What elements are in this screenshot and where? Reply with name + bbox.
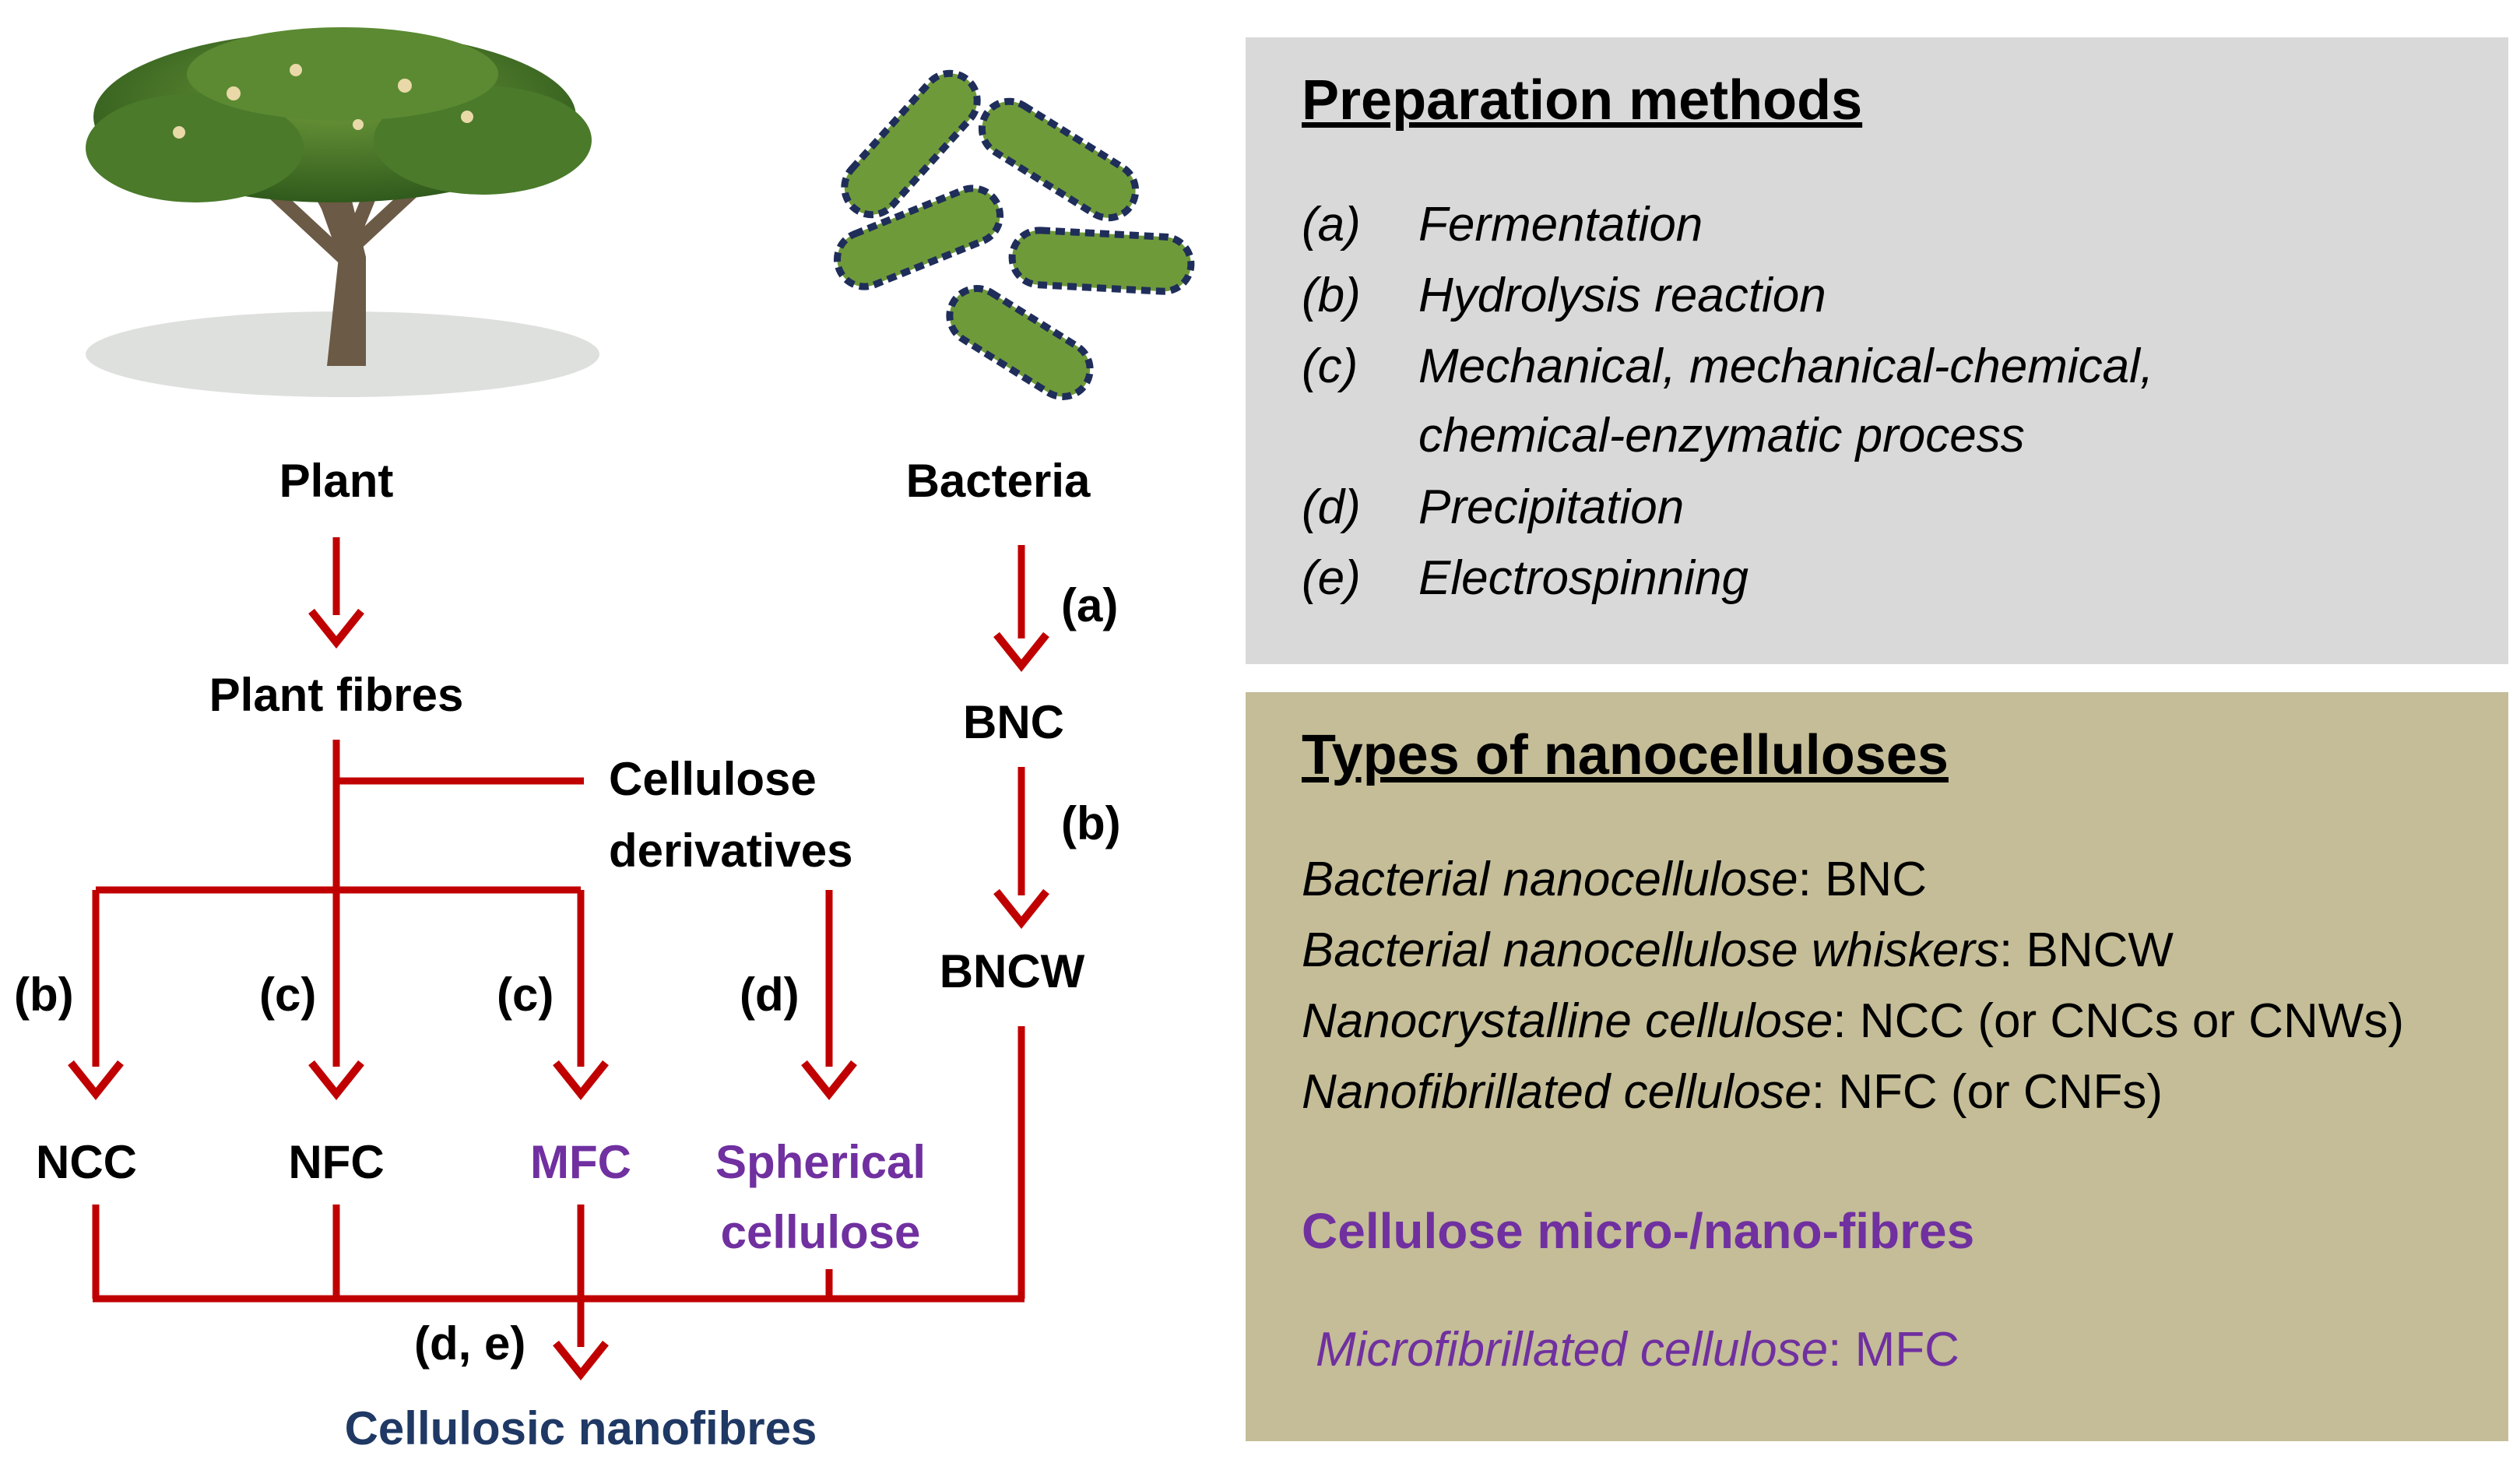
type-row: Bacterial nanocellulose whiskers: BNCW	[1302, 923, 2174, 978]
step-label-b: (b)	[14, 969, 74, 1021]
cellulose-micro-nano-fibres-heading: Cellulose micro-/nano-fibres	[1302, 1203, 1975, 1259]
type-name: Nanocrystalline cellulose	[1302, 994, 1833, 1048]
preparation-methods-title: Preparation methods	[1302, 69, 1863, 132]
method-code: (d)	[1302, 480, 1361, 534]
type-abbr: : BNCW	[1999, 923, 2174, 977]
mfc-label: MFC	[530, 1136, 631, 1188]
method-text: Precipitation	[1418, 480, 1685, 534]
arrow-head	[68, 1060, 124, 1101]
bacteria-label: Bacteria	[905, 455, 1091, 507]
cellulose-derivatives-line2: derivatives	[609, 825, 853, 877]
method-code: (b)	[1302, 269, 1361, 322]
method-code: (a)	[1302, 198, 1361, 251]
spherical-cellulose-line2: cellulose	[720, 1206, 921, 1258]
type-name: Bacterial nanocellulose	[1302, 853, 1798, 906]
type-abbr: : BNC	[1798, 853, 1927, 906]
type-abbr: : NFC (or CNFs)	[1811, 1065, 2163, 1119]
arrow-head	[993, 631, 1049, 673]
arrowheads	[68, 608, 1049, 1381]
method-text: Hydrolysis reaction	[1418, 269, 1826, 322]
method-code: (e)	[1302, 551, 1361, 605]
type-name: Microfibrillated cellulose	[1316, 1323, 1829, 1377]
type-row: Nanocrystalline cellulose: NCC (or CNCs …	[1302, 994, 2404, 1049]
bnc-label: BNC	[963, 696, 1064, 748]
bncw-label: BNCW	[939, 945, 1085, 997]
method-text: Fermentation	[1418, 198, 1703, 251]
method-row: (e) Electrospinning	[1302, 550, 1749, 606]
step-label-a: (a)	[1061, 579, 1119, 631]
type-abbr: : NCC (or CNCs or CNWs)	[1833, 994, 2404, 1048]
cellulose-derivatives-line1: Cellulose	[609, 753, 817, 805]
type-row-microfibrillated: Microfibrillated cellulose: MFC	[1316, 1322, 1959, 1377]
arrow-head	[308, 608, 364, 649]
type-name: Nanofibrillated cellulose	[1302, 1065, 1812, 1119]
preparation-methods-panel: Preparation methods (a) Fermentation (b) H…	[1246, 37, 2508, 664]
arrow-head	[993, 888, 1049, 930]
tree-image	[86, 27, 599, 397]
arrow-head	[553, 1060, 609, 1101]
method-text: Mechanical, mechanical-chemical,	[1418, 339, 2154, 393]
type-row: Bacterial nanocellulose: BNC	[1302, 852, 1927, 907]
arrow-head	[553, 1340, 609, 1381]
type-row: Nanofibrillated cellulose: NFC (or CNFs)	[1302, 1064, 2163, 1120]
method-row: (c) Mechanical, mechanical-chemical,	[1302, 339, 2153, 394]
nfc-label: NFC	[288, 1136, 385, 1188]
method-row: chemical-enzymatic process	[1302, 408, 2025, 463]
method-text: chemical-enzymatic process	[1418, 409, 2025, 462]
types-title: Types of nanocelluloses	[1302, 724, 1949, 786]
step-label-d: (d)	[740, 969, 800, 1021]
cellulosic-nanofibres-label: Cellulosic nanofibres	[344, 1402, 817, 1454]
ncc-label: NCC	[36, 1136, 137, 1188]
plant-fibres-label: Plant fibres	[209, 669, 464, 721]
step-label-c-nfc: (c)	[259, 969, 317, 1021]
connectors	[92, 537, 1025, 1347]
step-label-b-bacterial: (b)	[1061, 797, 1121, 849]
plant-label: Plant	[279, 455, 394, 507]
step-label-d-e: (d, e)	[414, 1317, 526, 1370]
spherical-cellulose-line1: Spherical	[715, 1136, 926, 1188]
type-name: Bacterial nanocellulose whiskers	[1302, 923, 2000, 977]
method-row: (a) Fermentation	[1302, 197, 1703, 252]
arrow-head	[801, 1060, 857, 1101]
step-label-c-mfc: (c)	[497, 969, 554, 1021]
bacteria-icon	[833, 69, 1195, 400]
method-text: Electrospinning	[1418, 551, 1749, 605]
arrow-head	[308, 1060, 364, 1101]
method-row: (b) Hydrolysis reaction	[1302, 268, 1826, 323]
types-of-nanocelluloses-panel: Types of nanocelluloses Bacterial nanoce…	[1246, 692, 2508, 1441]
type-abbr: : MFC	[1828, 1323, 1959, 1377]
method-row: (d) Precipitation	[1302, 480, 1684, 535]
method-code: (c)	[1302, 339, 1358, 393]
